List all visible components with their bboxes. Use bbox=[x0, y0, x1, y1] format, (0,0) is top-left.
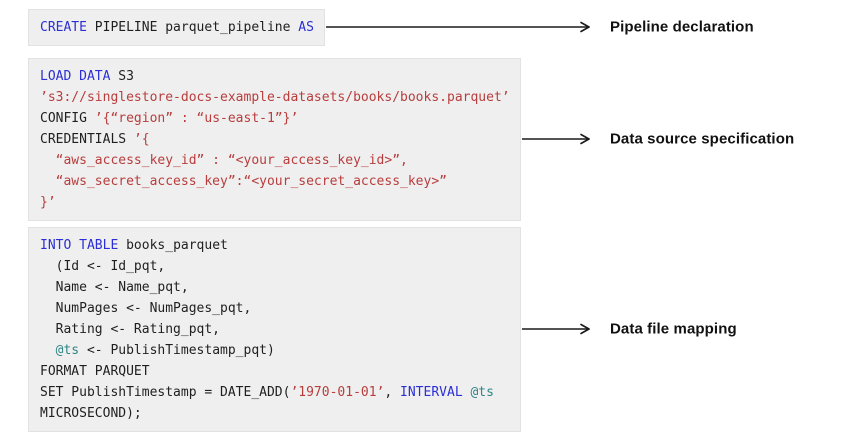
code-token-var: @ts bbox=[470, 385, 494, 400]
arrow-right-icon bbox=[522, 323, 590, 335]
code-token-kw: AS bbox=[298, 20, 314, 35]
code-token-pl: , bbox=[384, 385, 401, 400]
code-block-pipeline-declaration: CREATE PIPELINE parquet_pipeline AS bbox=[28, 9, 325, 46]
code-token-str: ’{ bbox=[133, 132, 150, 147]
code-token-var: @ts bbox=[55, 343, 80, 358]
code-token-kw: INTERVAL bbox=[400, 385, 463, 400]
code-token-pl bbox=[40, 343, 56, 358]
code-token-pl: PIPELINE parquet_pipeline bbox=[86, 20, 299, 35]
code-token-pl: NumPages <- NumPages_pqt, bbox=[40, 301, 252, 316]
code-token-str: “aws_secret_access_key”:“<your_secret_ac… bbox=[40, 174, 447, 189]
code-token-pl: Rating <- Rating_pqt, bbox=[40, 322, 221, 337]
code-token-str: ’1970-01-01’ bbox=[290, 385, 385, 400]
code-token-pl: books_parquet bbox=[118, 238, 228, 253]
arrow-right-icon bbox=[522, 133, 590, 145]
code-token-str: “aws_access_key_id” : “<your_access_key_… bbox=[40, 153, 408, 168]
code-token-str: }’ bbox=[40, 195, 56, 210]
code-token-str: ’{“region” : “us-east-1”}’ bbox=[94, 111, 299, 126]
code-token-kw: CREATE bbox=[40, 20, 87, 35]
annotation-data-file-mapping: Data file mapping bbox=[610, 320, 737, 338]
code-token-pl: <- PublishTimestamp_pqt) bbox=[79, 343, 275, 358]
code-token-pl: SET PublishTimestamp = DATE_ADD( bbox=[40, 385, 291, 400]
code-block-data-source-specification: LOAD DATA S3 ’s3://singlestore-docs-exam… bbox=[28, 58, 521, 221]
code-token-pl: CONFIG bbox=[40, 111, 95, 126]
code-token-pl: (Id <- Id_pqt, bbox=[40, 259, 166, 274]
code-token-pl: FORMAT PARQUET bbox=[40, 364, 150, 379]
code-token-kw: INTO TABLE bbox=[40, 238, 119, 253]
annotation-data-source-specification: Data source specification bbox=[610, 130, 795, 148]
code-token-pl: MICROSECOND); bbox=[40, 406, 142, 421]
code-token-str: ’s3://singlestore-docs-example-datasets/… bbox=[40, 90, 510, 105]
code-token-pl: CREDENTIALS bbox=[40, 132, 134, 147]
code-token-pl: Name <- Name_pqt, bbox=[40, 280, 189, 295]
code-token-pl: S3 bbox=[110, 69, 134, 84]
code-token-kw: LOAD DATA bbox=[40, 69, 111, 84]
annotation-pipeline-declaration: Pipeline declaration bbox=[610, 18, 754, 36]
arrow-right-icon bbox=[326, 21, 590, 33]
code-block-data-file-mapping: INTO TABLE books_parquet (Id <- Id_pqt, … bbox=[28, 227, 521, 432]
